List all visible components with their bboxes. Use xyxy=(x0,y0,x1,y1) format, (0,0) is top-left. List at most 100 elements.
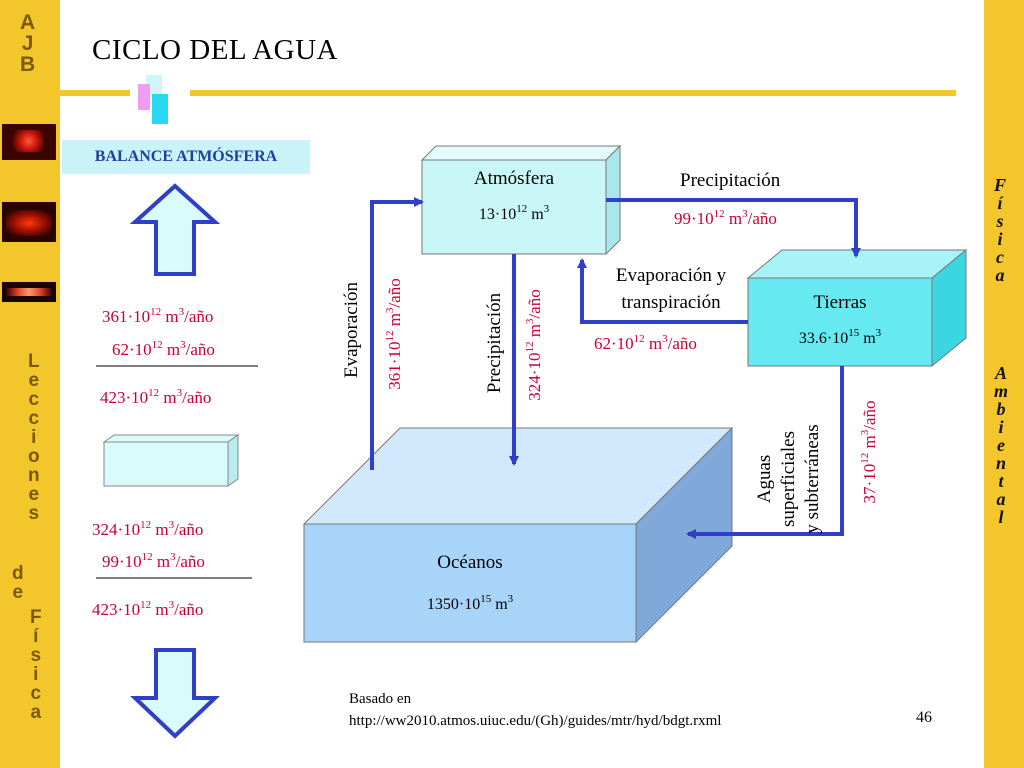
source-url[interactable]: http://ww2010.atmos.uiuc.edu/(Gh)/guides… xyxy=(349,713,722,729)
fire-image-1 xyxy=(2,124,56,160)
ajb-logo-letters: A J B xyxy=(20,12,35,75)
letter: i xyxy=(31,427,37,448)
letter: e xyxy=(28,370,40,391)
page-title: CICLO DEL AGUA xyxy=(92,34,338,66)
letter: n xyxy=(28,465,40,486)
value-text: 324·10 xyxy=(92,520,141,539)
exponent: 3 xyxy=(543,203,550,215)
decor-square-2 xyxy=(138,84,150,110)
evapotranspiration-arrow xyxy=(577,258,748,324)
unit: m xyxy=(860,435,879,453)
letter: a xyxy=(995,265,1005,285)
unit: /año xyxy=(174,520,204,539)
value-text: 1350·10 xyxy=(426,596,481,613)
evaporation-ocean-value: 361·1012 m3/año xyxy=(383,269,407,399)
letter: B xyxy=(20,53,36,76)
letter: F xyxy=(30,607,42,628)
value-text: 324·10 xyxy=(525,352,544,401)
exponent: 3 xyxy=(875,327,882,339)
atmosphere-name: Atmósfera xyxy=(473,168,555,189)
letter: e xyxy=(28,484,40,505)
letter: n xyxy=(996,453,1007,473)
letter: c xyxy=(30,683,42,704)
up-arrow-icon xyxy=(129,183,221,276)
fire-image-2 xyxy=(2,202,56,242)
value-text: 33.6·10 xyxy=(798,330,849,347)
unit: m xyxy=(151,600,169,619)
label-line: transpiración xyxy=(621,292,721,313)
exponent: 12 xyxy=(524,341,536,353)
letter: t xyxy=(998,471,1004,491)
value-text: 62·10 xyxy=(594,334,634,353)
water-cycle-diagram xyxy=(302,144,968,644)
exponent: 12 xyxy=(148,387,160,399)
ocean-name: Océanos xyxy=(437,552,503,573)
letter: A xyxy=(20,11,36,34)
letter: d xyxy=(12,563,24,584)
letter: F xyxy=(994,175,1007,195)
decor-square-3 xyxy=(152,94,168,124)
letter: e xyxy=(12,582,24,603)
balance-graphics xyxy=(96,183,258,739)
precipitation-land-value: 99·1012 m3/año xyxy=(674,209,777,229)
unit: m xyxy=(151,520,169,539)
evaporation-ocean-label: Evaporación xyxy=(341,282,362,379)
value-text: 361·10 xyxy=(385,341,404,390)
exponent: 3 xyxy=(178,306,185,318)
letter: e xyxy=(997,435,1005,455)
letter: L xyxy=(28,351,40,372)
unit: /año xyxy=(385,278,404,308)
value-text: 13·10 xyxy=(478,206,517,223)
letter: í xyxy=(33,626,39,647)
unit: /año xyxy=(185,340,215,359)
exponent: 3 xyxy=(507,593,514,605)
letter: i xyxy=(997,229,1003,249)
exponent: 12 xyxy=(150,306,162,318)
down-arrow-icon xyxy=(129,648,221,739)
balance-out-1: 324·1012 m3/año xyxy=(92,520,203,540)
atmosphere-mini-box xyxy=(103,441,229,487)
letter: i xyxy=(998,417,1004,437)
balance-out-2: 99·1012 m3/año xyxy=(102,552,205,572)
value-text: 423·10 xyxy=(92,600,141,619)
ocean-box xyxy=(303,523,637,643)
evapotranspiration-label: Evaporación y transpiración xyxy=(592,262,750,316)
exponent: 12 xyxy=(140,519,152,531)
exponent: 3 xyxy=(384,307,396,314)
balance-in-2: 62·1012 m3/año xyxy=(112,340,215,360)
label-line: Aguas xyxy=(754,454,775,504)
exponent: 3 xyxy=(168,519,175,531)
exponent: 3 xyxy=(524,318,536,325)
letter: s xyxy=(996,211,1004,231)
unit: m xyxy=(724,209,743,228)
unit: m xyxy=(491,596,508,613)
exponent: 3 xyxy=(176,387,183,399)
exponent: 12 xyxy=(384,330,396,342)
unit: /año xyxy=(860,400,879,430)
letter: a xyxy=(996,489,1006,509)
exponent: 3 xyxy=(662,333,668,345)
letter: o xyxy=(28,446,40,467)
letter: J xyxy=(21,32,34,55)
unit: /año xyxy=(525,289,544,319)
label-line: Evaporación y xyxy=(615,265,727,286)
runoff-arrow xyxy=(686,366,844,539)
precipitation-ocean-value: 324·1012 m3/año xyxy=(523,280,547,410)
balance-in-1: 361·1012 m3/año xyxy=(102,307,213,327)
exponent: 12 xyxy=(140,599,152,611)
balance-label: BALANCE ATMÓSFERA xyxy=(62,140,310,174)
unit: /año xyxy=(667,334,697,353)
unit: /año xyxy=(175,552,205,571)
unit: m xyxy=(162,340,181,359)
letter: b xyxy=(996,399,1006,419)
fisica-right-vertical: F í s i c a xyxy=(994,176,1006,284)
exponent: 3 xyxy=(168,599,175,611)
ocean-volume: 1350·1015 m3 xyxy=(304,593,636,614)
exponent: 12 xyxy=(151,339,163,351)
value-text: 99·10 xyxy=(674,209,714,228)
unit: /año xyxy=(182,388,212,407)
page-number: 46 xyxy=(916,709,932,726)
title-decoration xyxy=(60,75,956,124)
unit: m xyxy=(644,334,663,353)
unit: /año xyxy=(174,600,204,619)
